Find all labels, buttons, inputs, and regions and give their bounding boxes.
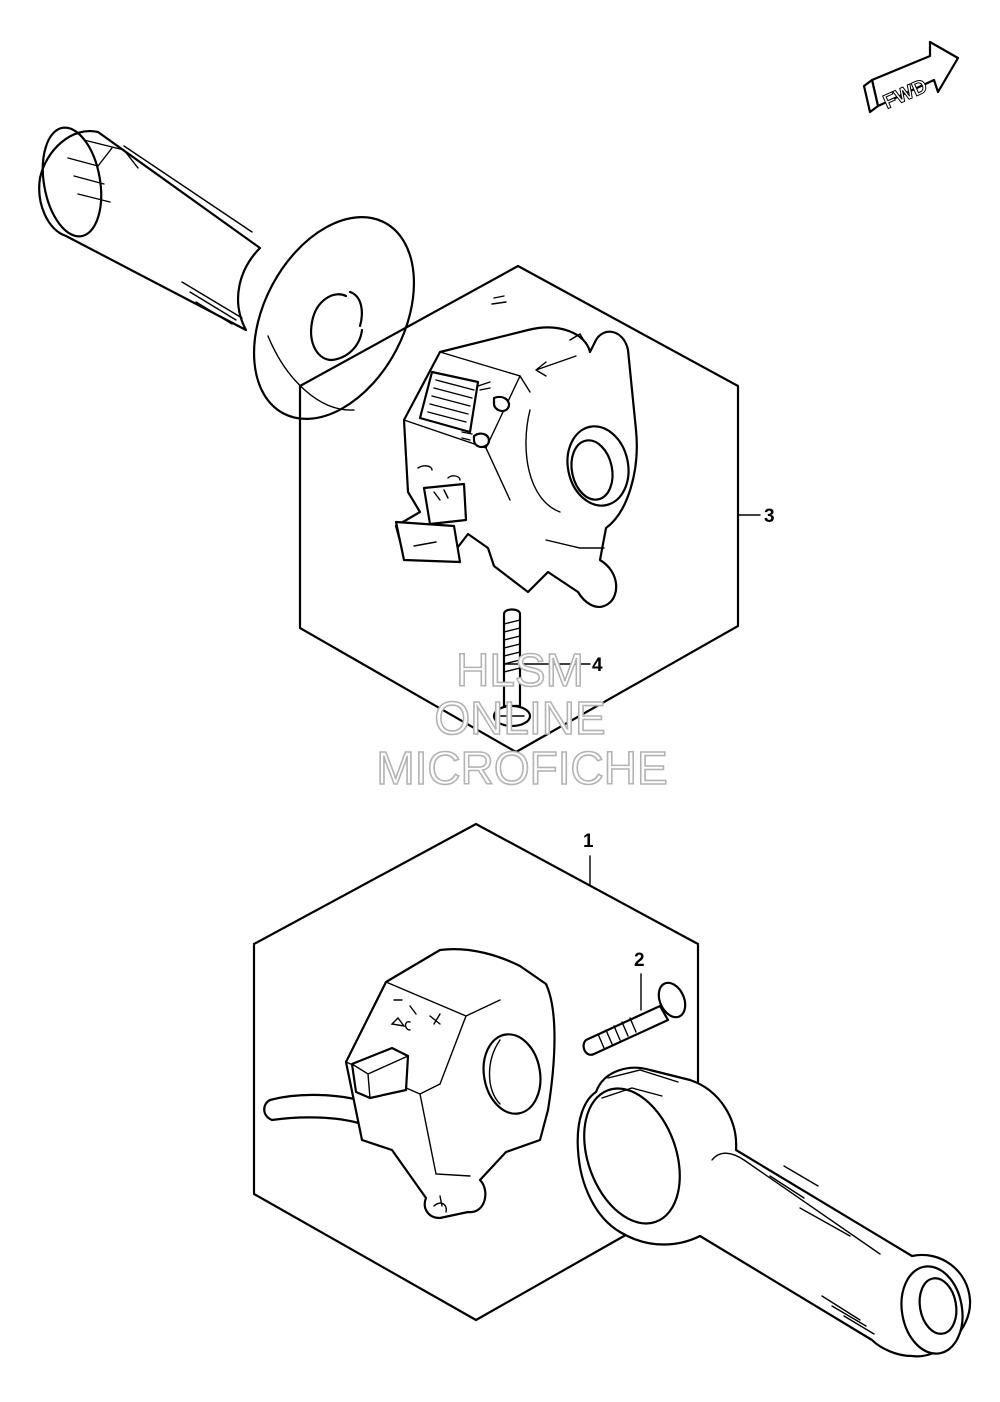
callout-1-label: 1 (583, 831, 594, 852)
part-1-group-outline (252, 822, 700, 1322)
watermark: HLSM ONLINE MICROFICHE (376, 643, 669, 795)
watermark-line-2: ONLINE (434, 692, 605, 744)
left-handlebar-switch (263, 948, 556, 1220)
screw-part-2 (582, 981, 687, 1056)
watermark-line-3: MICROFICHE (376, 742, 667, 794)
screw-part-4 (492, 608, 532, 728)
part-3-group-outline (298, 264, 740, 754)
callout-3-label: 3 (764, 506, 775, 527)
throttle-grip (576, 1066, 972, 1358)
right-handlebar-switch (394, 295, 638, 608)
forward-arrow-icon: FWD (862, 40, 960, 114)
callout-4-label: 4 (592, 655, 603, 676)
callout-2-label: 2 (634, 950, 645, 971)
left-handlebar-grip (38, 126, 416, 420)
watermark-line-1: HLSM (456, 644, 584, 696)
